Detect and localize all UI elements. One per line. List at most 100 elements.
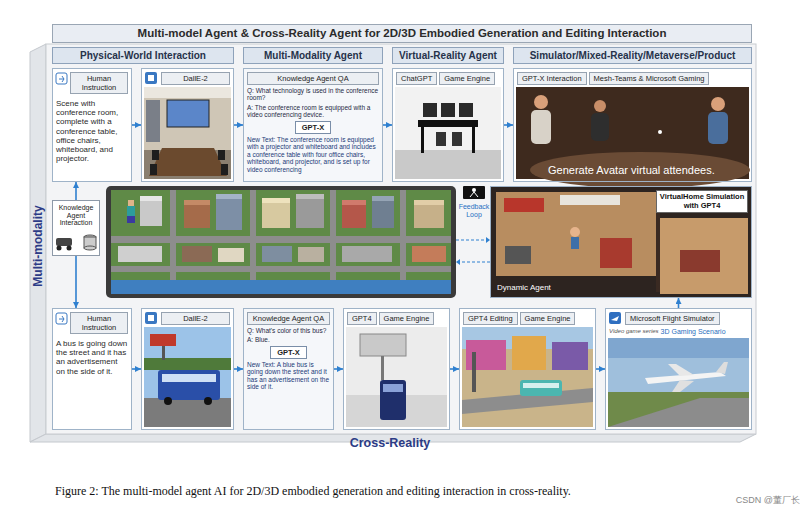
city-image: [118, 246, 162, 262]
city-image: [182, 246, 212, 262]
dashed-feedback-line: [456, 237, 490, 265]
city-image: [296, 194, 324, 228]
city-image: [140, 196, 162, 226]
flight-sim-image: [672, 380, 694, 392]
conference-room-image: [146, 100, 160, 142]
knowledge-qa-panel: Knowledge Agent QAQ: What technology is …: [243, 68, 383, 182]
virtualhome-image: [496, 192, 656, 276]
city-edit-image: [523, 383, 559, 388]
small-icon: [84, 246, 96, 250]
editing-panel: GPT4 EditingGame Engine: [459, 308, 596, 430]
city-image: [184, 200, 210, 205]
conference-room-image: [144, 87, 231, 98]
bus-photo-image: [150, 334, 176, 346]
small-icon: [59, 76, 64, 82]
flight-sim-image: [608, 338, 749, 427]
node-heading: Physical-World Interaction: [53, 48, 233, 63]
frame: [30, 44, 46, 442]
desk-render-image: [421, 127, 424, 153]
desk-render-image: [423, 103, 437, 117]
virtualhome-image: [504, 198, 544, 212]
feedback-icon: [463, 186, 485, 199]
virtualhome-image: [571, 237, 579, 249]
panel-fill: [392, 68, 504, 182]
bus-render-image: [360, 334, 406, 356]
image-generator-panel: DallE-2: [141, 68, 234, 182]
city-image: [262, 246, 292, 262]
virtualhome-image: [600, 238, 632, 268]
city-image: [250, 190, 256, 280]
node-heading: Human Instruction: [70, 312, 128, 334]
desk-render-image: [472, 127, 475, 153]
node-text: New Text: The conference room is equippe…: [247, 136, 379, 173]
avatar-meeting-image: [534, 95, 548, 109]
feedback-icon: [470, 192, 478, 197]
conference-room-image: [144, 87, 231, 179]
flow-arrow: [678, 298, 680, 308]
bus-photo-image: [164, 397, 172, 405]
city-image: [127, 206, 135, 216]
city-image: [184, 200, 210, 228]
city-image: [170, 190, 176, 280]
virtual-reality-panel: ChatGPTGame Engine: [392, 68, 504, 182]
virtualhome-image: [490, 186, 752, 298]
city-image: [342, 246, 392, 262]
node-heading: DallE-2: [161, 312, 230, 325]
city-image: [372, 196, 394, 228]
small-icon: [148, 315, 154, 321]
flow-arrow: [75, 256, 77, 308]
city-image: [262, 198, 290, 228]
bus-photo-image: [204, 397, 212, 405]
node-heading: Knowledge Agent QA: [247, 312, 330, 325]
node-text: Game Engine: [379, 312, 435, 325]
virtualhome-image: [560, 195, 620, 205]
flight-sim-image: [608, 338, 749, 427]
avatar-meeting-image: [531, 110, 551, 144]
bus-photo-image: [144, 398, 231, 427]
bus-render-image: [381, 356, 384, 380]
panel-fill: [243, 68, 383, 182]
city-image: [414, 200, 444, 228]
virtualhome-image: [570, 227, 580, 237]
dynamic-agent-panel: VirtualHome Simulation with GPT4Dynamic …: [490, 186, 752, 298]
knowledge-interaction-box: Knowledge Agent Interaction: [52, 200, 100, 256]
node-heading: GPT-X: [277, 348, 300, 357]
figure-caption: Figure 2: The multi-model agent AI for 2…: [55, 484, 775, 499]
feedback-icon: [463, 186, 485, 199]
small-icon: [145, 72, 157, 84]
knowledge-qa-panel: Knowledge Agent QAQ: What's color of thi…: [243, 308, 334, 430]
conference-room-image: [221, 164, 228, 175]
node-heading: Knowledge Agent QA: [247, 72, 379, 85]
avatar-meeting-image: [594, 100, 606, 112]
flight-sim-image: [668, 364, 694, 376]
node-text: Game Engine: [520, 312, 576, 325]
node-text: Scene with conference room, complete wit…: [56, 99, 128, 163]
desk-render-image: [436, 132, 446, 146]
bus-render-image: [346, 327, 447, 427]
node-heading: Virtual-Reality Agent: [393, 48, 503, 63]
frame: [30, 44, 756, 442]
city-edit-image: [512, 336, 546, 370]
column-header: Simulator/Mixed-Reality/Metaverse/Produc…: [513, 47, 752, 64]
panel-fill: [243, 308, 334, 430]
virtualhome-image: [505, 246, 531, 264]
bus-photo-image: [162, 346, 165, 360]
city-image: [106, 186, 456, 298]
column-header: Multi-Modality Agent: [243, 47, 383, 64]
simulator-panel: GPT-X InteractionMesh-Teams & Microsoft …: [513, 68, 752, 182]
panel-fill: [141, 68, 234, 182]
image-generator-panel: DallE-2: [141, 308, 234, 430]
node-text: 3D Gaming Scenario: [661, 327, 726, 336]
virtualhome-image: [490, 186, 752, 298]
flight-sim-image: [608, 338, 749, 358]
conference-room-image: [150, 164, 157, 175]
city-edit-image: [462, 327, 593, 427]
virtual-reality-panel: GPT4Game Engine: [343, 308, 450, 430]
node-heading: Knowledge Agent Interaction: [55, 204, 97, 227]
city-image: [128, 200, 134, 206]
panel-fill: [52, 68, 752, 430]
flow-arrow: [132, 368, 141, 370]
flow-arrow: [450, 368, 459, 370]
flight-sim-image: [608, 398, 749, 427]
